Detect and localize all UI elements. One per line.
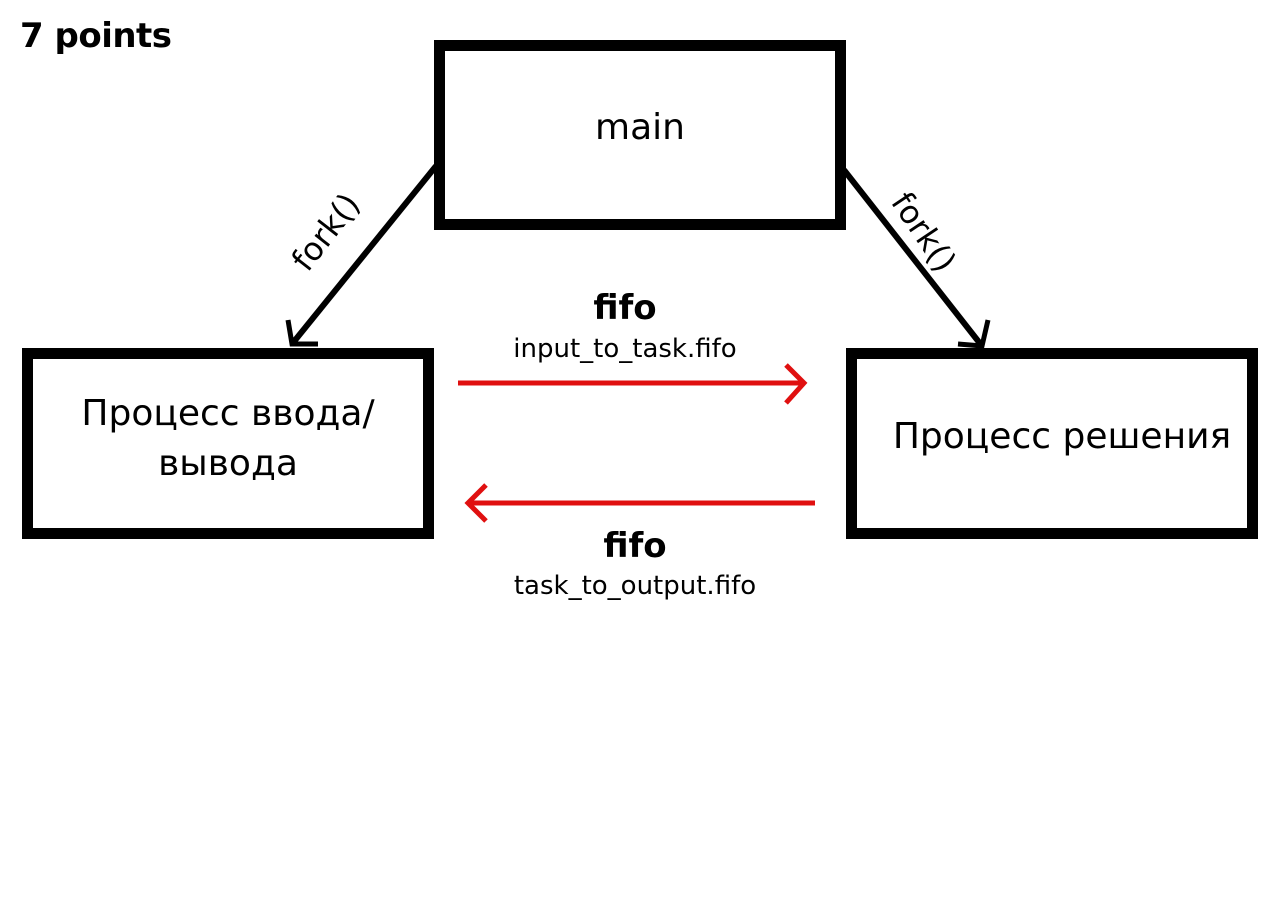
node-main-label: main bbox=[595, 107, 685, 148]
fifo-arrow-back bbox=[464, 483, 815, 523]
fifo-back-title: fifo bbox=[603, 526, 667, 566]
fifo-forward-file: input_to_task.fifo bbox=[513, 334, 737, 364]
node-io-process: Процесс ввода/вывода bbox=[22, 348, 434, 539]
fork-arrow-right bbox=[841, 168, 991, 349]
fifo-back-file: task_to_output.fifo bbox=[513, 571, 757, 601]
node-main: main bbox=[434, 40, 846, 230]
fork-arrow-left bbox=[285, 164, 439, 347]
fifo-forward-title: fifo bbox=[593, 288, 657, 328]
node-io-process-label: Процесс ввода/вывода bbox=[81, 392, 375, 484]
fifo-arrow-forward bbox=[458, 363, 808, 405]
node-task-process-label: Процесс решения bbox=[892, 415, 1232, 457]
diagram-heading: 7 points bbox=[20, 16, 172, 56]
node-task-process: Процесс решения bbox=[846, 348, 1258, 539]
